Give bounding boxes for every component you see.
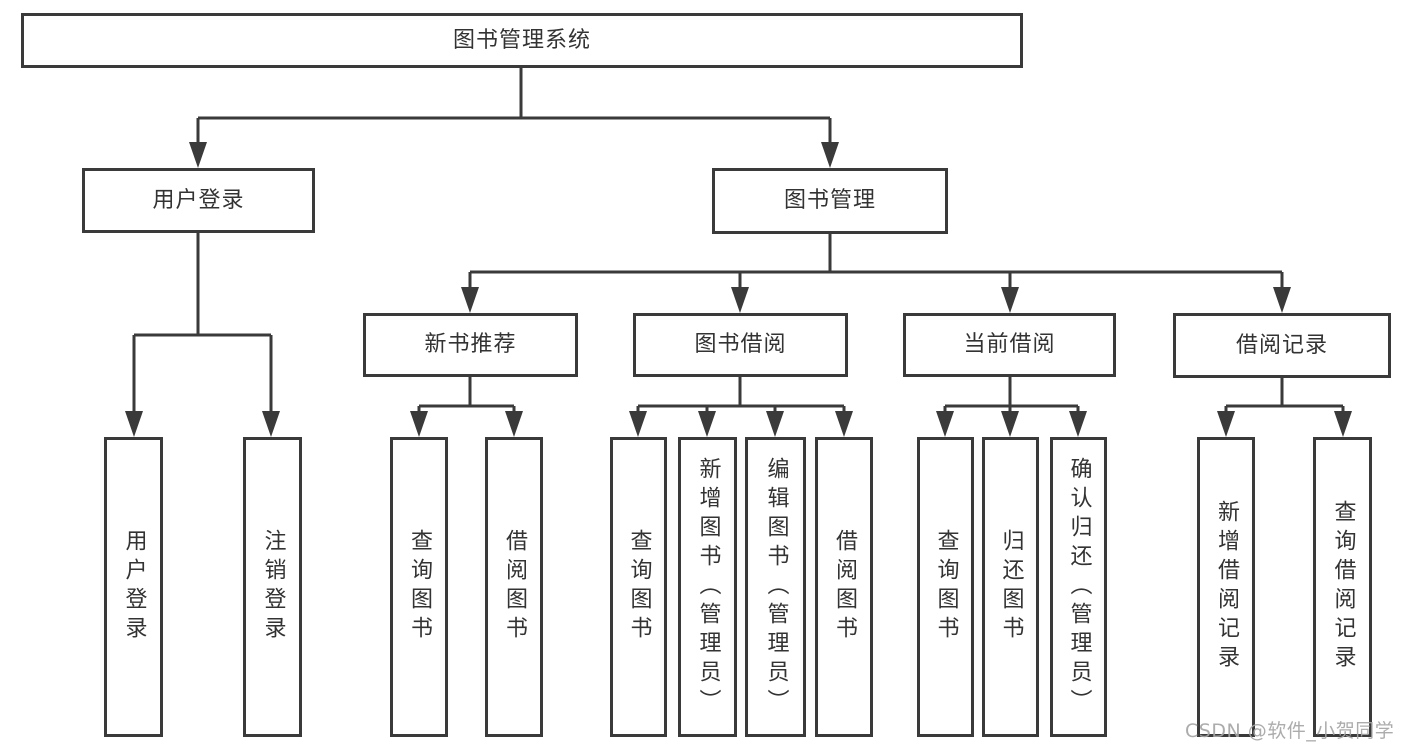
leaf-box-user-login: 用户登录 (104, 437, 163, 737)
leaf-box-borrow-books: 借阅图书 (815, 437, 873, 737)
leaf-box-query-borrow-record: 查询借阅记录 (1313, 437, 1372, 737)
leaf-box-query-books-borrow-label: 查询图书 (626, 529, 652, 645)
level3-box-book-borrow-label: 图书借阅 (694, 332, 787, 357)
leaf-box-borrow-books-recommend-label: 借阅图书 (502, 529, 527, 645)
level3-box-new-book-recommend: 新书推荐 (363, 313, 578, 377)
leaf-box-confirm-return-admin: 确认归还（管理员） (1050, 437, 1107, 737)
root-box-library-system: 图书管理系统 (21, 13, 1023, 68)
leaf-box-logout-label: 注销登录 (260, 529, 286, 645)
leaf-box-add-borrow-record-label: 新增借阅记录 (1214, 500, 1239, 674)
leaf-box-borrow-books-label: 借阅图书 (832, 529, 857, 645)
level2-box-book-management: 图书管理 (712, 168, 948, 234)
leaf-box-query-borrow-record-label: 查询借阅记录 (1330, 500, 1356, 674)
leaf-box-edit-books-admin-label: 编辑图书（管理员） (763, 456, 789, 718)
level3-box-current-borrow: 当前借阅 (903, 313, 1116, 377)
leaf-box-edit-books-admin: 编辑图书（管理员） (745, 437, 806, 737)
watermark: CSDN @软件_小贺同学 (1185, 720, 1395, 742)
level3-box-current-borrow-label: 当前借阅 (963, 332, 1056, 357)
level2-box-book-management-label: 图书管理 (783, 188, 876, 213)
leaf-box-add-borrow-record: 新增借阅记录 (1197, 437, 1255, 737)
leaf-box-borrow-books-recommend: 借阅图书 (485, 437, 543, 737)
leaf-box-query-books-recommend-label: 查询图书 (407, 529, 432, 645)
root-box-label: 图书管理系统 (452, 27, 591, 53)
level3-box-book-borrow: 图书借阅 (633, 313, 848, 377)
leaf-box-confirm-return-admin-label: 确认归还（管理员） (1066, 456, 1092, 718)
level2-box-user-login-label: 用户登录 (152, 187, 245, 213)
level3-box-borrow-record: 借阅记录 (1173, 313, 1391, 378)
leaf-box-query-books-recommend: 查询图书 (390, 437, 448, 737)
leaf-box-add-books-admin: 新增图书（管理员） (678, 437, 737, 737)
level3-box-borrow-record-label: 借阅记录 (1235, 332, 1328, 358)
leaf-box-add-books-admin-label: 新增图书（管理员） (695, 456, 721, 718)
leaf-box-query-books-borrow: 查询图书 (610, 437, 667, 737)
leaf-box-query-books-current: 查询图书 (917, 437, 974, 737)
leaf-box-return-books-label: 归还图书 (998, 529, 1024, 645)
leaf-box-logout: 注销登录 (243, 437, 302, 737)
leaf-box-query-books-current-label: 查询图书 (933, 529, 959, 645)
level3-box-new-book-recommend-label: 新书推荐 (424, 332, 517, 357)
leaf-box-return-books: 归还图书 (982, 437, 1039, 737)
leaf-box-user-login-label: 用户登录 (121, 529, 147, 645)
level2-box-user-login: 用户登录 (82, 168, 315, 233)
